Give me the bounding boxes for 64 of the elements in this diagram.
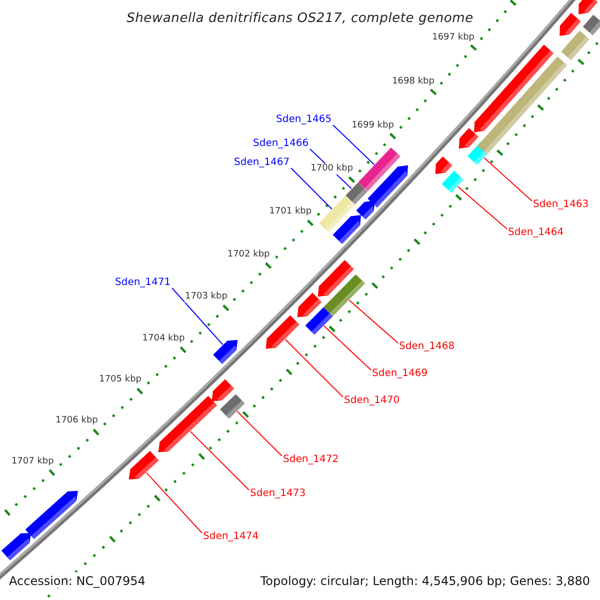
gene-label: Sden_1467	[234, 156, 290, 170]
gene-label: Sden_1473	[250, 487, 306, 501]
gene-feature	[435, 156, 452, 174]
leader-line	[146, 472, 202, 534]
gene-feature	[578, 0, 598, 14]
gene-feature	[213, 340, 238, 364]
scale-label: 1705 kbp	[99, 374, 142, 386]
gene-label: Sden_1466	[253, 137, 309, 151]
gene-label: Sden_1469	[372, 367, 428, 381]
scale-label: 1704 kbp	[142, 334, 185, 345]
gene-bar	[477, 56, 568, 155]
leader-line	[190, 430, 250, 490]
leader-line	[236, 410, 282, 456]
scale-label: 1706 kbp	[55, 416, 98, 427]
genome-info-label: Topology: circular; Length: 4,545,906 bp; Genes: 3,880	[260, 573, 590, 590]
gene-bar	[582, 14, 600, 36]
gene-feature	[474, 44, 554, 132]
gene-label: Sden_1465	[276, 113, 332, 127]
leader-line	[348, 300, 398, 344]
gene-feature	[332, 214, 361, 244]
gene-feature	[318, 260, 354, 297]
gene-bar	[305, 307, 333, 335]
gene-label: Sden_1471	[115, 276, 171, 290]
leader-line	[172, 288, 224, 346]
gene-feature	[25, 490, 78, 540]
scale-label: 1703 kbp	[185, 292, 228, 303]
leader-line	[332, 124, 375, 166]
scale-label: 1707 kbp	[11, 456, 54, 468]
gene-feature	[266, 315, 300, 349]
gene-bar	[220, 394, 245, 419]
gene-feature	[128, 450, 159, 480]
scale-label: 1702 kbp	[227, 250, 270, 261]
accession-label: Accession: NC_007954	[9, 572, 146, 590]
scale-label: 1698 kbp	[392, 76, 434, 88]
leader-line	[323, 325, 372, 370]
scale-label: 1700 kbp	[310, 164, 354, 175]
gene-feature	[212, 379, 234, 402]
gene-bar	[358, 147, 400, 192]
gene-bar	[442, 170, 464, 193]
gene-feature	[297, 292, 322, 318]
gene-feature	[356, 200, 375, 220]
gene-label: Sden_1468	[399, 340, 455, 354]
leader-line	[484, 157, 532, 202]
gene-bar	[324, 274, 366, 316]
gene-bar	[346, 182, 368, 204]
gene-label: Sden_1472	[283, 453, 339, 467]
gene-feature	[1, 532, 32, 560]
title: Shewanella denitrificans OS217, complete genome	[126, 10, 474, 28]
scale-label: 1699 kbp	[352, 120, 394, 132]
gene-bar	[319, 196, 355, 232]
scale-label: 1697 kbp	[432, 32, 474, 44]
gene-feature	[158, 396, 218, 452]
leader-line	[290, 168, 332, 210]
gene-feature	[560, 12, 581, 36]
gene-bar	[561, 30, 590, 60]
scale-label: 1701 kbp	[269, 206, 312, 218]
gene-feature	[458, 128, 479, 149]
gene-label: Sden_1474	[203, 530, 259, 544]
gene-label: Sden_1463	[533, 198, 589, 212]
gene-label: Sden_1470	[344, 394, 400, 408]
leader-line	[457, 186, 508, 230]
gene-label: Sden_1464	[508, 226, 564, 240]
leader-line	[284, 338, 344, 398]
gene-feature	[368, 165, 408, 208]
